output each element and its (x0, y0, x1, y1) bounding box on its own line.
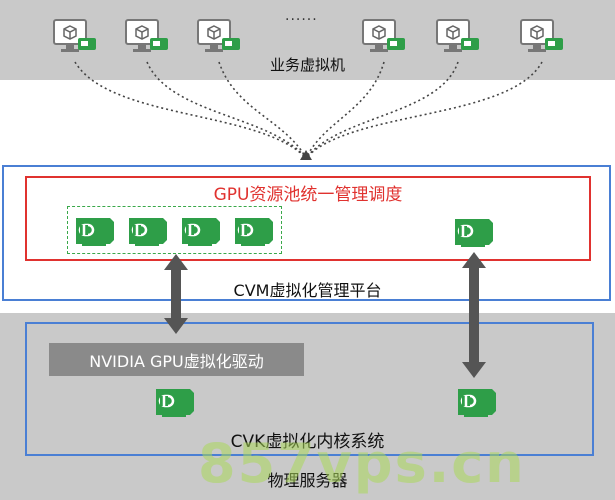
vm-layer-label: 业务虚拟机 (269, 56, 345, 74)
gpu-card-icon (154, 386, 196, 418)
fan-line (218, 61, 307, 159)
physical-server-label: 物理服务器 (267, 471, 348, 490)
vm-monitor-icon (196, 18, 242, 62)
gpu-card-icon (456, 386, 498, 418)
vgpu-group-frame (67, 206, 282, 254)
gpu-card-icon (127, 215, 169, 247)
cvk-kernel-label: CVK虚拟化内核系统 (230, 432, 385, 452)
fan-in-arrowhead (300, 150, 312, 160)
vm-monitor-icon (519, 18, 565, 62)
gpu-card-icon (233, 215, 275, 247)
gpu-pool-frame (25, 176, 591, 261)
gpu-card-icon (74, 215, 116, 247)
vm-monitor-icon (124, 18, 170, 62)
gpu-pool-title: GPU资源池统一管理调度 (213, 185, 403, 205)
fan-line (305, 61, 543, 159)
nvidia-driver-box: NVIDIA GPU虚拟化驱动 (49, 343, 304, 376)
vm-monitor-icon (361, 18, 407, 62)
fan-line (146, 61, 307, 159)
left-double-arrow (164, 254, 188, 334)
vm-monitor-icon (52, 18, 98, 62)
cvk-kernel-frame (25, 322, 594, 456)
gpu-card-icon (180, 215, 222, 247)
vm-fan-in-lines (74, 61, 543, 159)
vm-layer-band (0, 0, 615, 80)
fan-line (305, 61, 459, 159)
right-double-arrow (462, 252, 486, 378)
fan-line (305, 61, 385, 159)
gpu-card-icon (453, 216, 495, 248)
watermark-text: 857vps.cn (198, 432, 526, 495)
vm-monitor-icon (435, 18, 481, 62)
cvm-platform-label: CVM虚拟化管理平台 (233, 281, 382, 300)
fan-line (74, 61, 307, 159)
vm-ellipsis: ...... (285, 8, 318, 24)
